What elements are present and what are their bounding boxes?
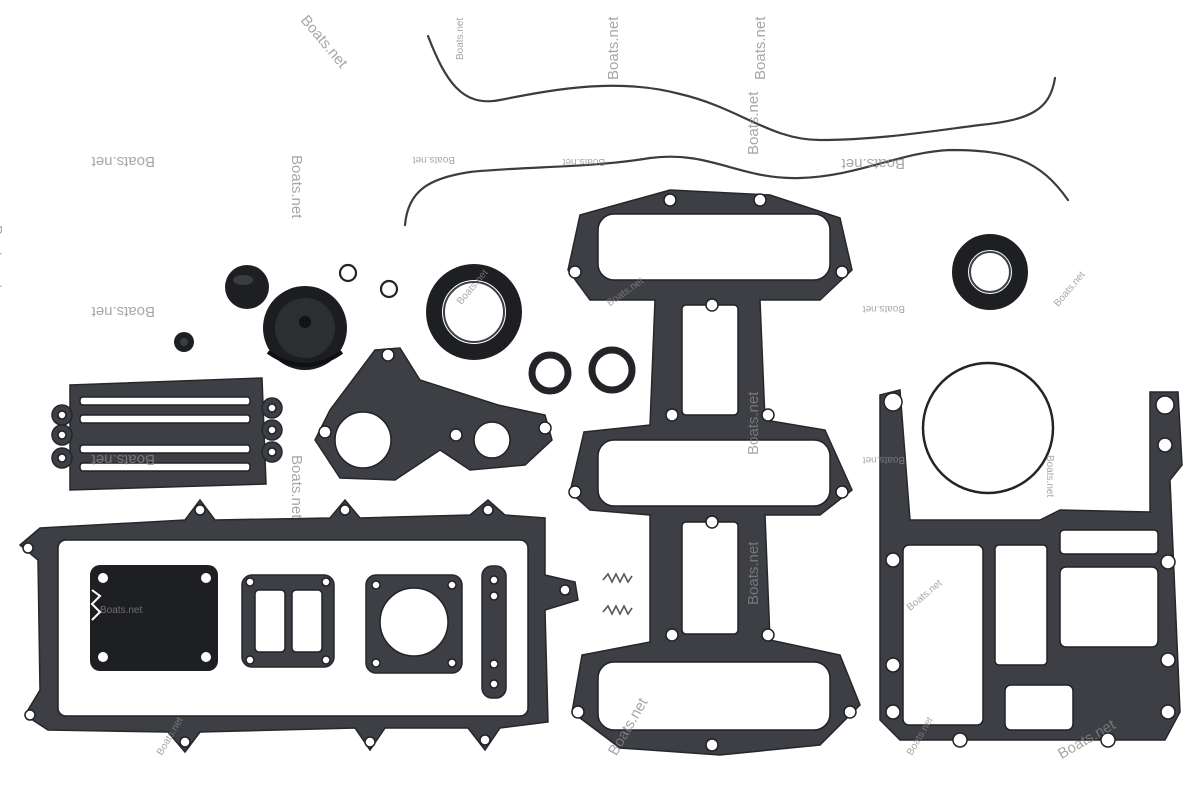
powerhead-base-gasket <box>879 389 1183 748</box>
watermark: Boats.net <box>288 155 305 219</box>
watermark: Boats.net <box>745 541 762 605</box>
watermark: Boats.net <box>605 16 622 80</box>
diaphragm-cup <box>263 286 347 370</box>
fuel-pump-diaphragm <box>90 565 218 671</box>
seal-ring-2 <box>588 346 636 394</box>
watermark: Boats.net <box>752 16 769 80</box>
rubber-cap <box>225 265 269 309</box>
compression-spring-2 <box>602 604 633 616</box>
small-o-ring-2 <box>379 279 399 299</box>
watermark: Boats.net <box>841 155 905 172</box>
wire-seal-bottom <box>403 148 1070 227</box>
compression-spring-1 <box>602 572 633 584</box>
watermark: Boats.net <box>100 605 143 616</box>
watermark: Boats.net <box>862 454 905 465</box>
exhaust-manifold-gasket <box>567 189 861 756</box>
watermark: Boats.net <box>1044 455 1055 498</box>
watermark: Boats.net <box>562 156 605 167</box>
small-gasket-2 <box>365 574 463 674</box>
thermostat-cover-gasket <box>314 347 553 481</box>
watermark: Boats.net <box>745 91 762 155</box>
strip-gasket <box>481 565 507 699</box>
small-gasket-1 <box>241 574 335 668</box>
watermark: Boats.net <box>455 17 466 60</box>
oil-seal-right <box>952 234 1028 310</box>
seal-ring-1 <box>528 351 572 395</box>
watermark: Boats.net <box>0 225 5 289</box>
watermark: Boats.net <box>862 303 905 314</box>
wire-seal-top <box>426 34 1057 142</box>
large-o-ring <box>921 361 1055 495</box>
watermark: Boats.net <box>91 451 155 468</box>
watermark: Boats.net <box>91 153 155 170</box>
oil-seal-large <box>426 264 522 360</box>
watermark: Boats.net <box>745 391 762 455</box>
watermark: Boats.net <box>288 455 305 519</box>
watermark: Boats.net <box>412 154 455 165</box>
grommet <box>174 332 194 352</box>
reed-plate-gasket <box>51 377 283 491</box>
watermark: Boats.net <box>91 303 155 320</box>
small-o-ring-1 <box>338 263 358 283</box>
